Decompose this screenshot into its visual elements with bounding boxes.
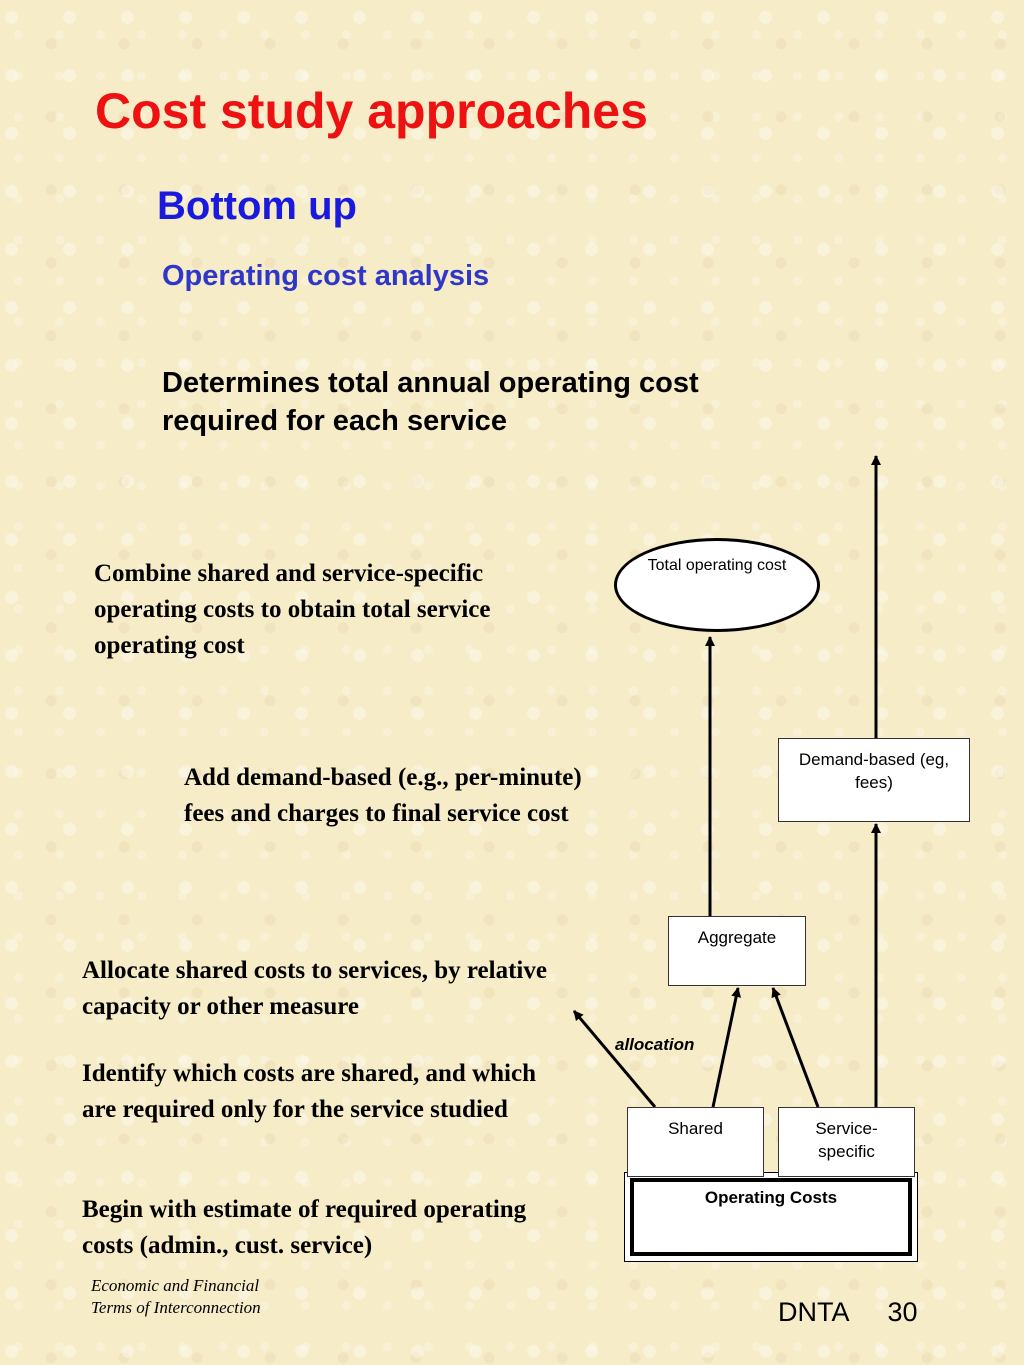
footer-org: DNTA (778, 1297, 850, 1327)
allocation-label: allocation (615, 1035, 695, 1054)
node-total-label: Total operating cost (647, 557, 787, 574)
node-service-specific: Service-specific (778, 1107, 915, 1177)
node-shared: Shared (627, 1107, 764, 1177)
node-shared-label: Shared (668, 1119, 723, 1138)
step-combine: Combine shared and service-specific oper… (94, 560, 491, 659)
page-number: 30 (887, 1297, 918, 1327)
node-aggregate-label: Aggregate (697, 928, 777, 947)
arrow-shared-to-aggregate (711, 987, 742, 1108)
step-begin: Begin with estimate of required operatin… (82, 1196, 527, 1259)
node-service-label: Service-specific (815, 1119, 878, 1161)
page-title: Cost study approaches (95, 83, 648, 139)
section-heading: Operating cost analysis (162, 260, 490, 292)
node-demand-based: Demand-based (eg, fees) (778, 738, 970, 822)
description: Determines total annual operating cost r… (162, 367, 699, 437)
node-operating-costs-label: Operating Costs (704, 1188, 838, 1207)
arrow-allocation (572, 1010, 657, 1108)
arrow-service-to-aggregate (771, 987, 820, 1108)
node-total-operating-cost: Total operating cost (614, 538, 820, 632)
step-allocate: Allocate shared costs to services, by re… (82, 957, 547, 1020)
footer-right: DNTA 30 (778, 1297, 918, 1328)
node-demand-label: Demand-based (eg, fees) (798, 750, 950, 792)
node-aggregate: Aggregate (668, 916, 806, 986)
page-subtitle: Bottom up (157, 184, 357, 228)
step-identify: Identify which costs are shared, and whi… (82, 1060, 536, 1123)
node-operating-costs: Operating Costs (630, 1178, 912, 1256)
footer-course-title: Economic and Financial Terms of Intercon… (91, 1276, 261, 1317)
step-add-demand: Add demand-based (e.g., per-minute) fees… (184, 764, 582, 827)
